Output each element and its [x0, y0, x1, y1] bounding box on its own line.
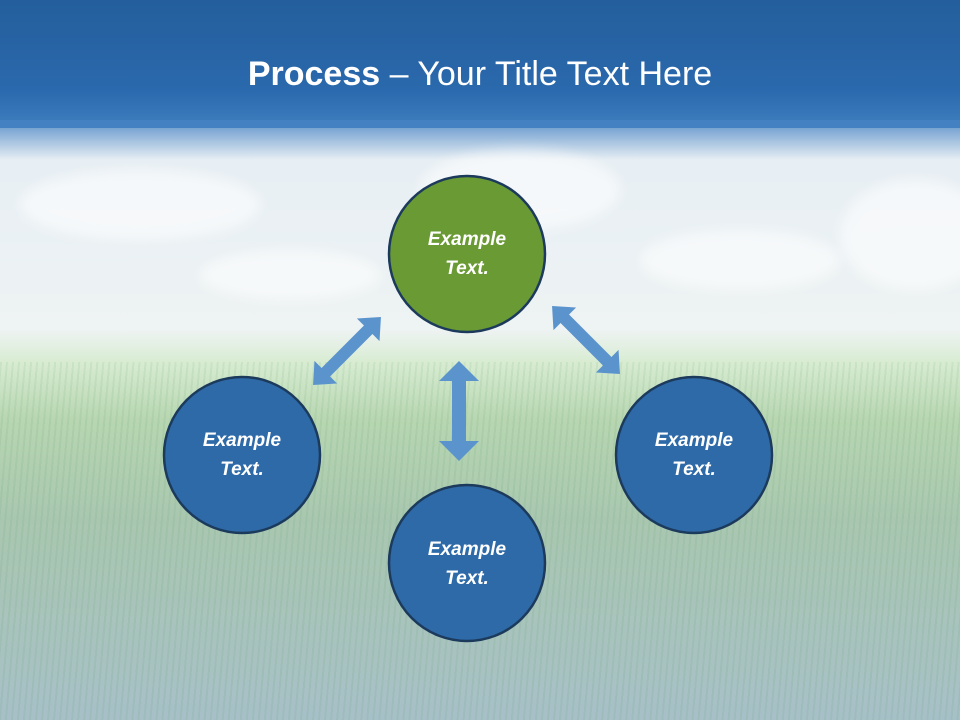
cloud: [640, 230, 840, 290]
title-band: [0, 0, 960, 128]
arrow-left-top: [313, 317, 381, 385]
cloud: [20, 170, 260, 240]
title-rest: Your Title Text Here: [417, 55, 713, 93]
arrow-vertical: [439, 361, 479, 461]
title-separator: –: [380, 55, 418, 93]
node-right-circle: [614, 375, 774, 535]
node-left-label: Example Text.: [202, 430, 282, 480]
node-right-label: Example Text.: [654, 430, 734, 480]
node-bottom-label: Example Text.: [427, 539, 507, 589]
arrow-right-top: [552, 306, 620, 374]
title-bold: Process: [247, 55, 381, 93]
node-top-circle: [387, 174, 547, 334]
node-left-circle: [162, 375, 322, 535]
cloud: [200, 250, 380, 300]
cloud: [840, 180, 960, 290]
node-top-label: Example Text.: [427, 229, 507, 279]
page-title: Process – Your Title Text Here: [0, 52, 960, 96]
node-bottom-circle: [387, 483, 547, 643]
